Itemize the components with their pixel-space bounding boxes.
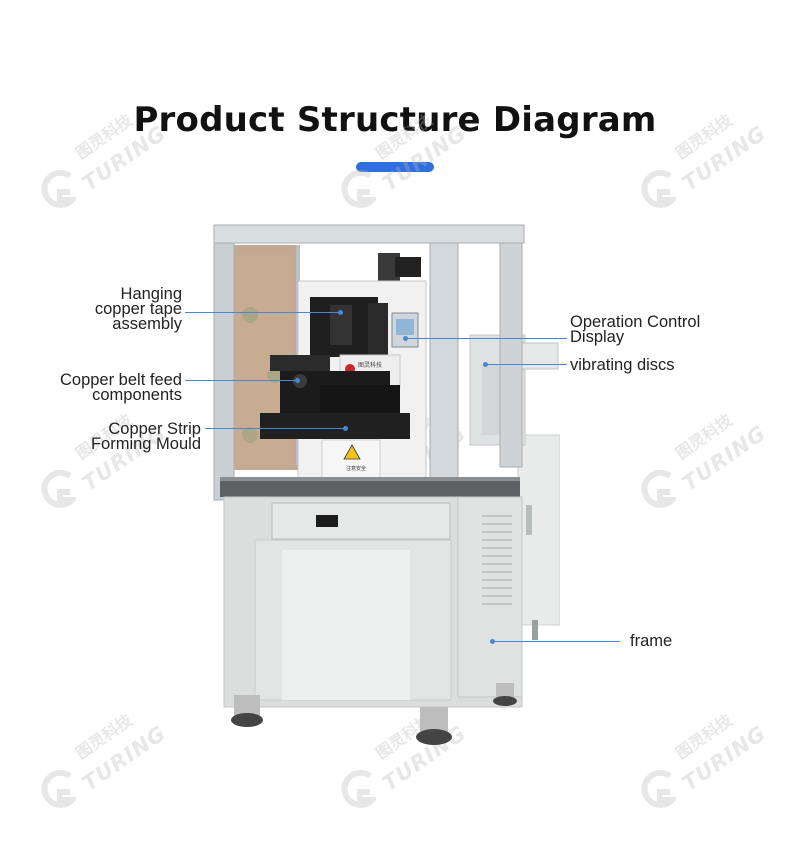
drawer [271, 502, 451, 540]
watermark-logo-icon [41, 770, 76, 808]
label-vibrating-discs: vibrating discs [570, 356, 675, 374]
watermark-logo-icon [641, 770, 676, 808]
watermark-logo-icon [341, 170, 376, 208]
watermark-logo-icon [641, 470, 676, 508]
left-pillar [213, 229, 235, 501]
label-frame: frame [630, 632, 673, 650]
leader-dot-strip-mould [343, 426, 348, 431]
leader-frame [492, 641, 620, 642]
table-top [220, 477, 520, 497]
watermark-logo-icon [41, 470, 76, 508]
warning-sign-text: 注意安全 [346, 465, 366, 472]
side-electrical-box [517, 434, 560, 626]
machine-illustration: 图灵科技 注意安全 [213, 224, 560, 745]
leader-belt-feed [185, 380, 297, 381]
leader-vibrating [485, 364, 567, 365]
right-pillar [499, 226, 523, 468]
belt-feed-components [270, 355, 330, 371]
machine-logo-text: 图灵科技 [358, 361, 382, 369]
watermark-logo-icon [641, 170, 676, 208]
label-hanging-copper-tape: Hanging copper tape assembly [94, 285, 182, 333]
leader-dot-hanging [338, 310, 343, 315]
leader-control-display [405, 338, 567, 339]
top-beam [213, 224, 525, 244]
page-title: Product Structure Diagram [133, 100, 657, 140]
center-pillar [429, 229, 459, 501]
label-operation-control-display: Operation Control Display [570, 313, 701, 346]
leader-dot-control-display [403, 336, 408, 341]
label-copper-belt-feed: Copper belt feed components [59, 371, 182, 404]
caster-wheels [231, 683, 517, 745]
watermark-logo-icon [341, 770, 376, 808]
drawer-handle [316, 515, 338, 527]
leader-hanging [185, 312, 340, 313]
label-copper-strip-mould: Copper Strip Forming Mould [90, 420, 201, 453]
leader-dot-vibrating [483, 362, 488, 367]
leader-dot-frame [490, 639, 495, 644]
leader-dot-belt-feed [295, 378, 300, 383]
leader-strip-mould [205, 428, 345, 429]
title-accent-bar [356, 162, 434, 172]
watermark-logo-icon [41, 170, 76, 208]
forming-mould [260, 413, 410, 439]
